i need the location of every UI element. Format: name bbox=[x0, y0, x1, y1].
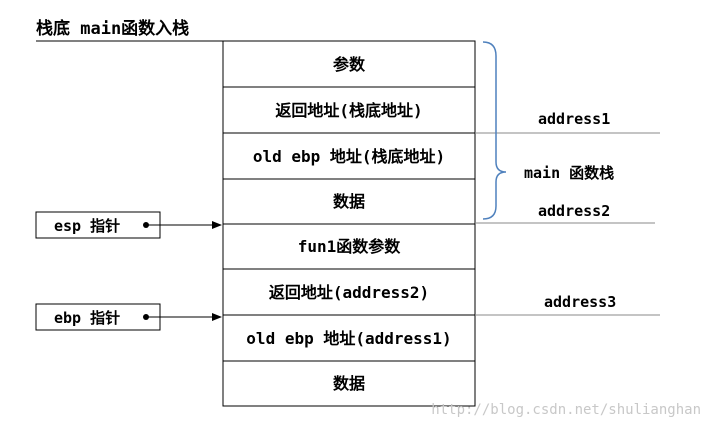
ebp-pointer-label: ebp 指针 bbox=[54, 309, 120, 327]
stack-cell-label: 数据 bbox=[333, 192, 365, 211]
diagram-title: 栈底 main函数入栈 bbox=[36, 18, 189, 39]
stack-cell-params: 参数 bbox=[222, 40, 476, 88]
stack-cell-old-ebp-main: old ebp 地址(栈底地址) bbox=[222, 132, 476, 180]
stack-cell-label: fun1函数参数 bbox=[298, 237, 402, 256]
brace-label: main 函数栈 bbox=[524, 164, 614, 182]
address1-label: address1 bbox=[538, 110, 610, 128]
esp-pointer: esp 指针 bbox=[35, 211, 222, 239]
esp-pointer-box bbox=[35, 211, 161, 239]
ebp-pointer: ebp 指针 bbox=[35, 303, 222, 331]
esp-arrowhead-icon bbox=[212, 221, 222, 229]
stack-cell-label: old ebp 地址(address1) bbox=[246, 329, 451, 348]
esp-pointer-label: esp 指针 bbox=[54, 217, 120, 235]
watermark: http://blog.csdn.net/shulianghan bbox=[431, 402, 701, 418]
stack-cell-data-main: 数据 bbox=[222, 178, 476, 225]
stack-cell-data-fun1: 数据 bbox=[222, 360, 476, 407]
address3-label: address3 bbox=[544, 293, 616, 311]
stack-cell-label: 参数 bbox=[333, 55, 366, 74]
stack-cell-label: old ebp 地址(栈底地址) bbox=[253, 147, 445, 166]
stack-cell-label: 数据 bbox=[333, 374, 365, 393]
stack-cell-return-address-main: 返回地址(栈底地址) bbox=[222, 86, 476, 134]
ebp-pointer-box bbox=[35, 303, 161, 331]
stack-cell-label: 返回地址(栈底地址) bbox=[275, 101, 422, 120]
stack-cell-fun1-params: fun1函数参数 bbox=[222, 223, 476, 270]
stack-cell-label: 返回地址(address2) bbox=[269, 283, 429, 302]
address2-label: address2 bbox=[538, 202, 610, 220]
stack-cell-old-ebp-fun1: old ebp 地址(address1) bbox=[222, 314, 476, 362]
stack-cells: 参数 返回地址(栈底地址) old ebp 地址(栈底地址) 数据 fun1函数… bbox=[222, 40, 476, 407]
ebp-arrowhead-icon bbox=[212, 313, 222, 321]
main-stack-brace-icon bbox=[482, 41, 507, 220]
stack-cell-return-address-fun1: 返回地址(address2) bbox=[222, 268, 476, 316]
